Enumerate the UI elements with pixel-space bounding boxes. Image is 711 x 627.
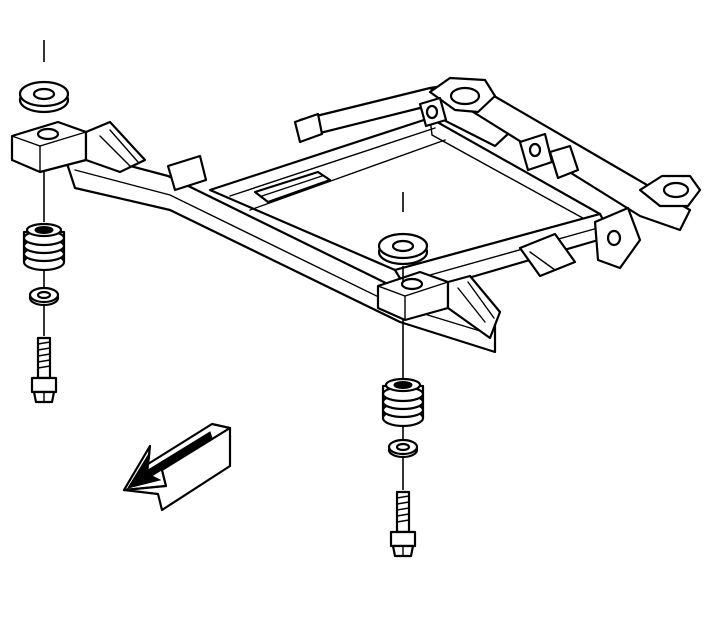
mount-bolt-left — [30, 336, 58, 404]
body-mount-insulator-left — [22, 222, 66, 272]
rear-left-gusset — [84, 120, 147, 174]
lower-retainer-left — [28, 286, 60, 307]
lower-retainer-right — [387, 438, 419, 459]
upper-washer-left — [18, 80, 70, 114]
body-mount-insulator-right — [381, 377, 425, 428]
right-mount-stack — [377, 192, 429, 558]
frame-cradle — [10, 76, 702, 354]
mount-bolt-right — [389, 490, 417, 558]
bracket-eye — [449, 86, 481, 106]
left-mount-stack — [18, 40, 70, 404]
bracket-eye-front — [662, 181, 690, 199]
right-front-gusset — [518, 232, 577, 278]
front-direction-arrow — [122, 422, 232, 512]
upper-washer-right — [377, 232, 429, 266]
